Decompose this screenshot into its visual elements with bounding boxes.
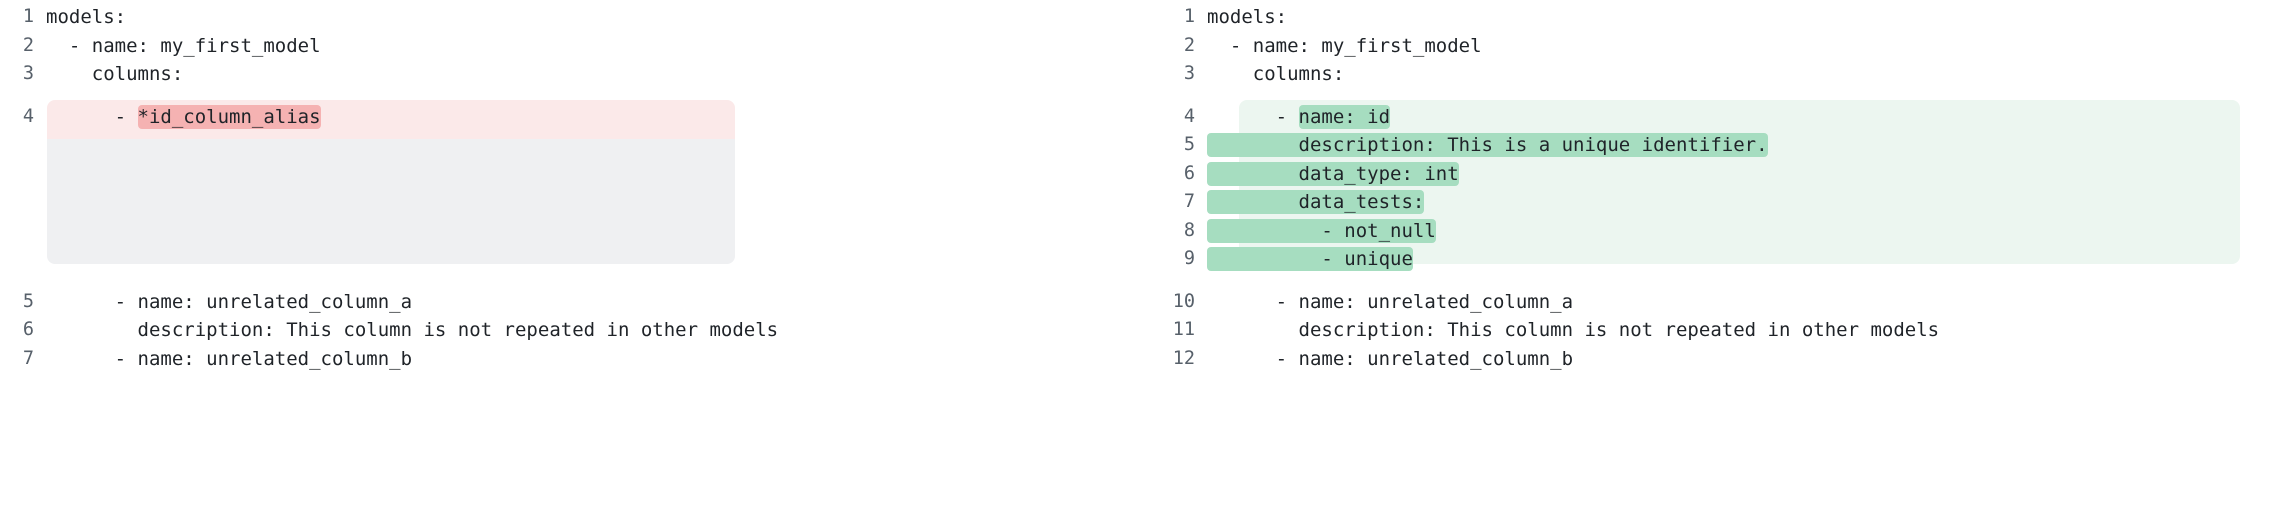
diff-filler-row	[0, 188, 1139, 217]
code-line: models:	[1195, 3, 1287, 32]
code-line: - name: unrelated_column_b	[34, 345, 412, 374]
code-token: -	[46, 105, 138, 128]
code-line: description: This is a unique identifier…	[1195, 131, 1768, 160]
code-token: - name: unrelated_column_b	[1207, 347, 1574, 370]
code-line: - *id_column_alias	[34, 103, 321, 132]
code-token: - name: unrelated_column_a	[46, 290, 413, 313]
code-token: - name: my_first_model	[46, 34, 321, 57]
code-line: columns:	[1195, 60, 1345, 89]
line-number: 4	[22, 105, 34, 127]
diff-line-row: 10 - name: unrelated_column_a	[1147, 288, 2278, 317]
diff-line-row: 11 description: This column is not repea…	[1147, 316, 2278, 345]
line-number: 6	[22, 319, 34, 340]
diff-line-row: 5 - name: unrelated_column_a	[0, 288, 1139, 317]
diff-filler-row	[0, 131, 1139, 160]
diff-line-row: 7 - name: unrelated_column_b	[0, 345, 1139, 374]
diff-filler-row	[0, 160, 1139, 189]
diff-line-row: 7 data_tests:	[1147, 188, 2278, 217]
code-line: description: This column is not repeated…	[1195, 316, 1940, 345]
line-number: 1	[1183, 6, 1195, 27]
line-number: 11	[1172, 319, 1195, 340]
added-token: name: id	[1298, 104, 1391, 129]
code-token: models:	[46, 6, 127, 28]
code-line: - name: my_first_model	[1195, 32, 1482, 61]
line-number: 10	[1172, 290, 1195, 312]
diff-line-row: 1 models:	[0, 3, 1139, 32]
code-line: - name: unrelated_column_b	[1195, 345, 1573, 374]
deletion-filler-background	[47, 139, 735, 264]
added-token: data_tests:	[1207, 190, 1425, 214]
line-number: 5	[22, 290, 34, 312]
diff-line-row: 2 - name: my_first_model	[0, 32, 1139, 61]
line-number: 12	[1172, 347, 1195, 369]
diff-line-row: 5 description: This is a unique identifi…	[1147, 131, 2278, 160]
code-token: models:	[1207, 6, 1288, 28]
diff-filler-row	[0, 245, 1139, 274]
code-line: - name: unrelated_column_a	[1195, 288, 1573, 317]
diff-line-row: 4 - name: id	[1147, 103, 2278, 132]
diff-line-row: 8 - not_null	[1147, 217, 2278, 246]
code-token: - name: unrelated_column_a	[1207, 290, 1574, 313]
code-line: - unique	[1195, 245, 1413, 274]
code-line: columns:	[34, 60, 184, 89]
code-line: - name: unrelated_column_a	[34, 288, 412, 317]
diff-line-row: 6 description: This column is not repeat…	[0, 316, 1139, 345]
line-number: 4	[1183, 105, 1195, 127]
added-token: description: This is a unique identifier…	[1207, 133, 1768, 157]
line-number: 3	[22, 63, 34, 84]
code-line: - name: id	[1195, 103, 1391, 132]
code-line: - name: my_first_model	[34, 32, 321, 61]
line-number: 5	[1183, 134, 1195, 155]
code-line: - not_null	[1195, 217, 1436, 246]
code-line: data_tests:	[1195, 188, 1425, 217]
diff-line-row: 4 - *id_column_alias	[0, 103, 1139, 132]
diff-line-row: 6 data_type: int	[1147, 160, 2278, 189]
line-number: 1	[22, 6, 34, 27]
code-line: description: This column is not repeated…	[34, 316, 779, 345]
code-line: models:	[34, 3, 126, 32]
diff-line-row: 12 - name: unrelated_column_b	[1147, 345, 2278, 374]
line-number: 7	[22, 347, 34, 369]
line-number: 6	[1183, 162, 1195, 184]
diff-filler-row	[0, 217, 1139, 246]
added-token: - not_null	[1207, 218, 1436, 243]
diff-line-row: 3 columns:	[0, 60, 1139, 89]
code-token: - name: my_first_model	[1207, 34, 1482, 57]
code-token: - name: unrelated_column_b	[46, 347, 413, 370]
line-number: 7	[1183, 191, 1195, 212]
code-token: -	[1207, 105, 1299, 128]
diff-line-row: 1 models:	[1147, 3, 2278, 32]
line-number: 9	[1183, 248, 1195, 269]
line-number: 8	[1183, 219, 1195, 241]
code-line: data_type: int	[1195, 160, 1459, 189]
code-token: description: This column is not repeated…	[46, 319, 779, 341]
deleted-token: *id_column_alias	[137, 104, 321, 129]
diff-line-row: 3 columns:	[1147, 60, 2278, 89]
line-number: 2	[1183, 34, 1195, 56]
added-token: data_type: int	[1207, 161, 1459, 186]
line-number: 3	[1183, 63, 1195, 84]
line-number: 2	[22, 34, 34, 56]
code-token: description: This column is not repeated…	[1207, 319, 1940, 341]
added-token: - unique	[1207, 247, 1413, 271]
diff-line-row: 2 - name: my_first_model	[1147, 32, 2278, 61]
code-token: columns:	[1207, 63, 1345, 85]
code-token: columns:	[46, 63, 184, 85]
diff-line-row: 9 - unique	[1147, 245, 2278, 274]
